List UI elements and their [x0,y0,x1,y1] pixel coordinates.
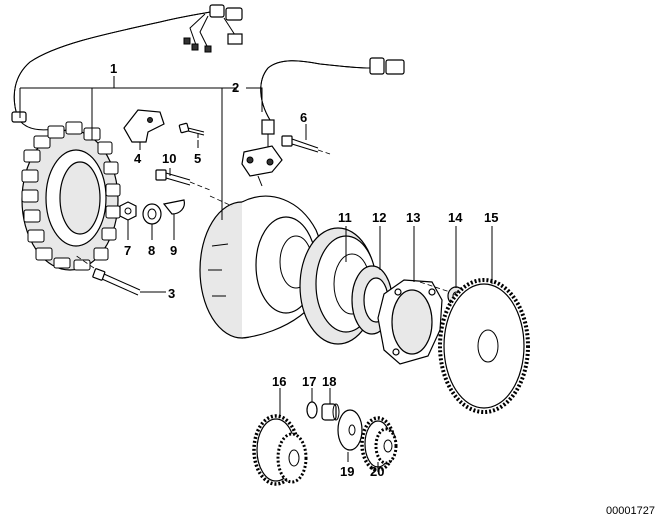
callout-15: 15 [484,210,498,225]
callout-17: 17 [302,374,316,389]
callout-11: 11 [338,210,352,225]
callout-20: 20 [370,464,384,479]
stator [21,121,121,271]
callout-8: 8 [148,243,155,258]
callout-6: 6 [300,110,307,125]
bolt-6 [281,135,331,155]
callout-12: 12 [372,210,386,225]
callout-9: 9 [170,243,177,258]
callout-1: 1 [110,61,117,76]
callout-19: 19 [340,464,354,479]
starter-gear [360,416,398,472]
washer-17 [306,401,318,419]
screw-5 [178,122,205,136]
pickup-sensor-cable [241,57,405,187]
callout-7: 7 [124,243,131,258]
callout-14: 14 [448,210,463,225]
washer-8 [142,203,162,225]
callout-13: 13 [406,210,420,225]
callout-5: 5 [194,151,201,166]
bolt-10 [155,169,211,191]
intermediate-gear [252,414,308,486]
callout-10: 10 [162,151,176,166]
callout-labels: 1 2 3 4 5 6 7 8 9 10 11 12 13 14 15 16 1… [110,61,655,517]
callout-18: 18 [322,374,336,389]
washer-19 [337,409,363,451]
reference-number: 00001727 [606,505,655,517]
ring-gear [438,278,530,414]
leader-lines [19,76,493,470]
callout-3: 3 [168,286,175,301]
bush-18 [321,403,340,421]
callout-4: 4 [134,151,142,166]
callout-2: 2 [232,80,239,95]
woodruff-key-9 [162,199,185,215]
freewheel-cover-plate [377,279,443,365]
callout-16: 16 [272,374,286,389]
bolt-3 [74,254,141,296]
nut-7 [119,201,137,221]
stator-wiring-harness [11,4,243,131]
bracket [123,109,165,143]
